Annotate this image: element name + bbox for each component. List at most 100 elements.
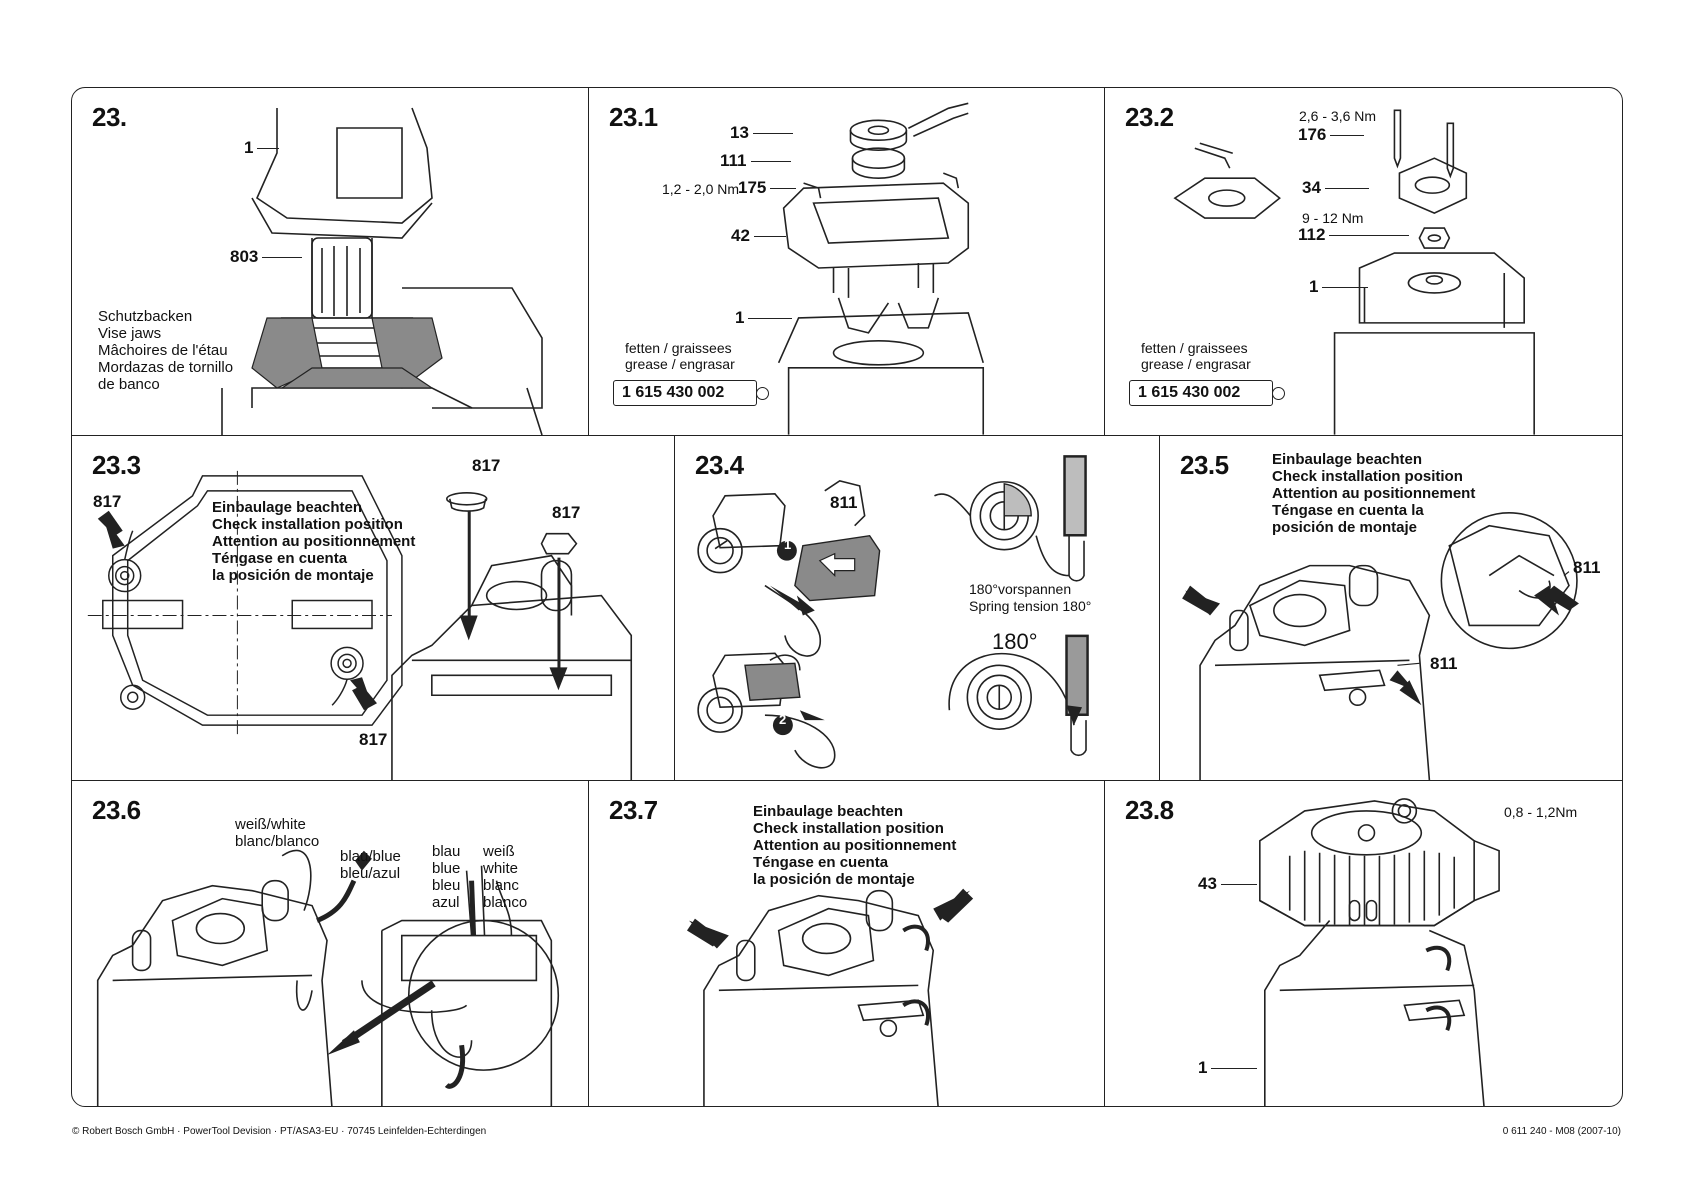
vise-jaws-note: Schutzbacken Vise jaws Mâchoires de l'ét… (98, 308, 233, 393)
step-number: 23.4 (695, 450, 744, 480)
callout-housing: 1 (735, 308, 796, 327)
installation-position-note: Einbaulage beachten Check installation p… (1272, 451, 1475, 536)
instruction-sheet: 23. 1 803 Schutzbacken Vise jaws Mâchoir… (71, 87, 1623, 1107)
col-white-de: weiß (483, 843, 515, 860)
spring-tension-de: 180°vorspannen (969, 581, 1072, 597)
panel-23-4: 23.4 811 180°vorspannen Spring tension 1… (674, 436, 1159, 780)
armature-in-vise-illustration (72, 88, 588, 435)
callout-brush-main: 811 (1430, 654, 1458, 673)
callout-screw: 176 (1298, 125, 1366, 144)
torque-screw-176: 2,6 - 3,6 Nm (1299, 108, 1377, 124)
callout-spring-top: 817 (472, 456, 501, 475)
callout-cap: 43 (1198, 874, 1257, 893)
row-2: 23.3 817 817 817 817 Einbaulage beachten… (72, 435, 1622, 780)
step-number: 23.8 (1125, 795, 1174, 825)
step-number: 23.3 (92, 450, 141, 480)
brush-spring-tension-illustration (675, 436, 1159, 780)
note-es-2: posición de montaje (1272, 519, 1418, 536)
step-number: 23.7 (609, 795, 658, 825)
callout-ring: 111 (720, 151, 790, 170)
col-white-en: white (483, 860, 519, 877)
callout-nut: 112 (1298, 225, 1412, 244)
note-es-2: la posición de montaje (753, 871, 915, 888)
note-es-1: Téngase en cuenta (212, 550, 348, 567)
brush-holder-assembly-illustration (589, 88, 1104, 435)
col-blue-es: azul (432, 894, 460, 911)
callout-brush-detail: 811 (1573, 558, 1601, 577)
grease-text-1: fetten / graissees (625, 340, 732, 356)
cap-fitting-illustration (1105, 781, 1622, 1106)
col-white-fr: blanc (483, 877, 519, 894)
torque-nut-112: 9 - 12 Nm (1302, 210, 1364, 226)
wiring-illustration (72, 781, 588, 1106)
panel-23-3: 23.3 817 817 817 817 Einbaulage beachten… (72, 436, 674, 780)
panel-23-8: 23.8 0,8 - 1,2Nm 43 1 (1104, 781, 1622, 1106)
grease-tube-part-number: 1 615 430 002 (1129, 380, 1285, 406)
brush-check-illustration (589, 781, 1104, 1106)
vise-jaws-es-1: Mordazas de tornillo (98, 359, 234, 376)
step-number: 23.6 (92, 795, 141, 825)
brush-installation-illustration (1160, 436, 1622, 780)
column-blue-label: blau blue bleu azul (432, 843, 460, 911)
column-white-label: weiß white blanc blanco (483, 843, 527, 911)
installation-position-note: Einbaulage beachten Check installation p… (212, 499, 415, 584)
rotation-angle: 180° (992, 629, 1038, 654)
spring-tension-en: Spring tension 180° (969, 598, 1092, 614)
step-marker-1: 1 (784, 537, 792, 552)
col-blue-fr: bleu (432, 877, 461, 894)
wire-blue-label: blau/blue bleu/azul (340, 848, 401, 882)
callout-screw: 175 (738, 178, 798, 197)
note-es-2: la posición de montaje (212, 567, 374, 584)
col-blue-en: blue (432, 860, 461, 877)
col-white-es: blanco (483, 894, 528, 911)
callout-spring-left: 817 (93, 492, 122, 511)
callout-brush: 811 (830, 493, 858, 512)
vise-jaws-en: Vise jaws (98, 325, 162, 342)
note-fr: Attention au positionnement (1272, 485, 1476, 502)
callout-spring-right: 817 (552, 503, 581, 522)
panel-23: 23. 1 803 Schutzbacken Vise jaws Mâchoir… (72, 88, 588, 435)
note-de: Einbaulage beachten (1272, 451, 1423, 468)
callout-bearing: 13 (730, 123, 793, 142)
wire-blue-2: bleu/azul (340, 865, 401, 882)
wire-white-label: weiß/white blanc/blanco (235, 816, 319, 850)
spring-tension-note: 180°vorspannen Spring tension 180° (969, 581, 1091, 615)
callout-bearing-plate: 34 (1302, 178, 1369, 197)
col-blue-de: blau (432, 843, 461, 860)
callout-housing: 1 (1309, 277, 1372, 296)
note-fr: Attention au positionnement (753, 837, 957, 854)
row-1: 23. 1 803 Schutzbacken Vise jaws Mâchoir… (72, 88, 1622, 435)
note-en: Check installation position (1272, 468, 1463, 485)
wire-blue-1: blau/blue (340, 848, 401, 865)
bearing-plate-illustration (1105, 88, 1622, 435)
note-de: Einbaulage beachten (212, 499, 363, 516)
note-en: Check installation position (212, 516, 403, 533)
grease-instruction: fetten / graissees grease / engrasar (1141, 340, 1251, 372)
step-marker-2: 2 (779, 712, 787, 727)
torque-cap-screw: 0,8 - 1,2Nm (1504, 804, 1578, 820)
step-number: 23.5 (1180, 450, 1229, 480)
grease-instruction: fetten / graissees grease / engrasar (625, 340, 735, 372)
vise-jaws-de: Schutzbacken (98, 308, 193, 325)
step-number: 23.1 (609, 102, 658, 132)
note-fr: Attention au positionnement (212, 533, 416, 550)
vise-jaws-fr: Mâchoires de l'étau (98, 342, 228, 359)
row-3: 23.6 weiß/white blanc/blanco blau/blue b… (72, 780, 1622, 1106)
callout-housing: 1 (1198, 1058, 1261, 1077)
wire-white-2: blanc/blanco (235, 833, 320, 850)
step-number: 23. (92, 102, 127, 132)
panel-23-7: 23.7 Einbaulage beachten Check installat… (588, 781, 1104, 1106)
grease-tube-part-number: 1 615 430 002 (613, 380, 769, 406)
document-number-footer: 0 611 240 - M08 (2007-10) (1502, 1126, 1621, 1137)
vise-jaws-es-2: de banco (98, 376, 160, 393)
callout-spring-bottom: 817 (359, 730, 388, 749)
note-es-1: Téngase en cuenta (753, 854, 889, 871)
panel-23-1: 23.1 13 111 1,2 - 2,0 Nm 175 42 1 fetten… (588, 88, 1104, 435)
grease-text-2: grease / engrasar (625, 356, 735, 372)
callout-armature: 803 (230, 247, 304, 266)
panel-23-5: 23.5 Einbaulage beachten Check installat… (1159, 436, 1622, 780)
note-en: Check installation position (753, 820, 944, 837)
installation-position-note: Einbaulage beachten Check installation p… (753, 803, 956, 888)
grease-text-2: grease / engrasar (1141, 356, 1251, 372)
grease-text-1: fetten / graissees (1141, 340, 1248, 356)
